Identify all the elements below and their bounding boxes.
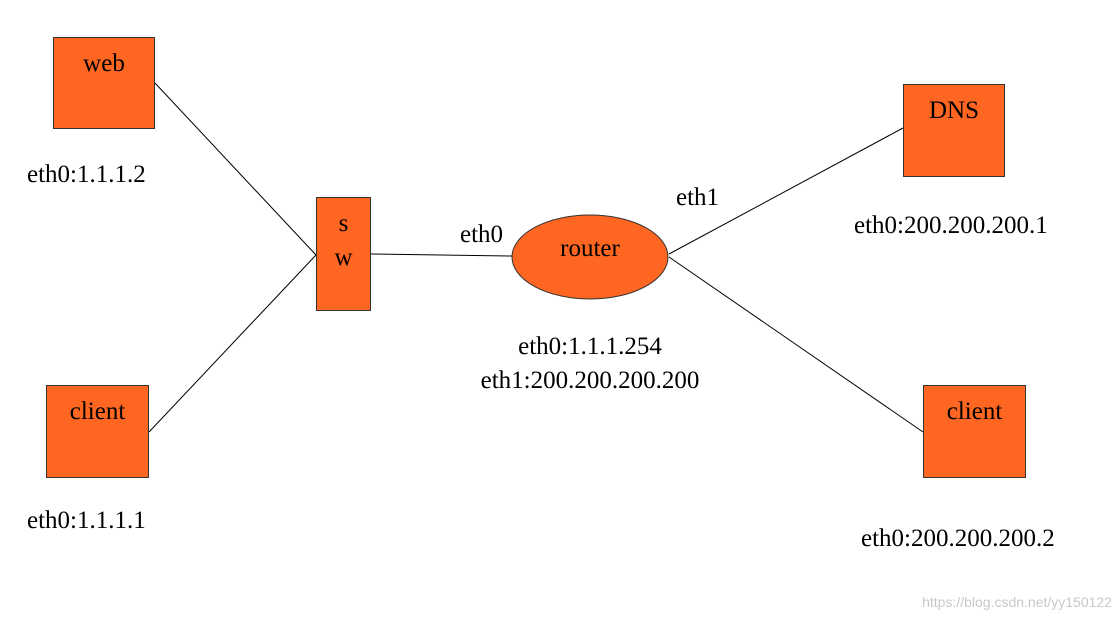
- router-address-eth0: eth0:1.1.1.254: [518, 333, 662, 360]
- client-right-address: eth0:200.200.200.2: [861, 525, 1055, 552]
- web-label: web: [83, 50, 125, 77]
- link-router-dns: [668, 127, 904, 255]
- router-node: [511, 214, 669, 300]
- client-left-address: eth0:1.1.1.1: [27, 507, 146, 534]
- dns-node: DNS: [903, 84, 1005, 177]
- router-iface-eth1: eth1: [676, 184, 720, 211]
- client-left-label: client: [69, 398, 126, 425]
- link-web-switch: [154, 82, 317, 256]
- web-address: eth0:1.1.1.2: [27, 161, 146, 188]
- web-node: web: [53, 37, 155, 129]
- router-address-eth1: eth1:200.200.200.200: [480, 367, 700, 394]
- dns-address: eth0:200.200.200.1: [854, 212, 1048, 239]
- link-client-switch: [148, 254, 317, 433]
- dns-label: DNS: [928, 97, 979, 124]
- switch-label-line2: w: [334, 244, 353, 271]
- switch-node: s w: [316, 197, 371, 311]
- watermark: https://blog.csdn.net/yy150122: [922, 594, 1112, 610]
- client-left-node: client: [46, 385, 149, 478]
- client-right-node: client: [923, 385, 1026, 478]
- router-label: router: [560, 235, 620, 262]
- link-switch-router: [370, 253, 513, 257]
- router-iface-eth0: eth0: [460, 221, 504, 248]
- switch-label-line1: s: [338, 210, 349, 237]
- link-router-client: [668, 256, 924, 433]
- client-right-label: client: [946, 398, 1003, 425]
